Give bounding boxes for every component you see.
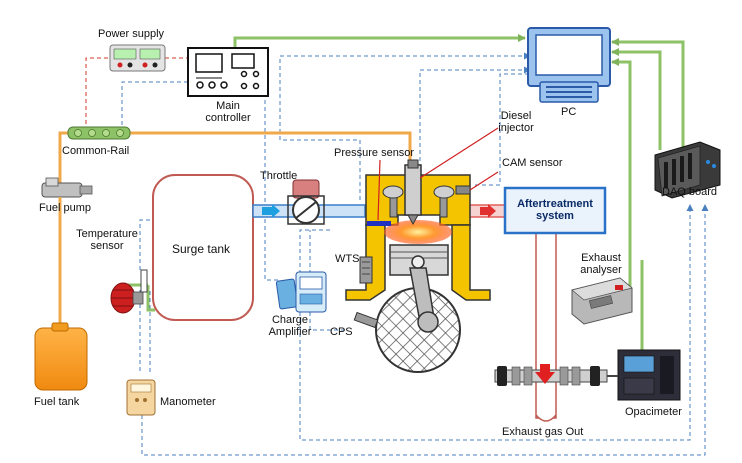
charge-amplifier-label-line1: Charge: [271, 314, 309, 326]
temperature-sensor: [140, 269, 148, 293]
pc-label: PC: [561, 106, 577, 118]
surge-tank-label: Surge tank: [172, 242, 231, 256]
injector-pointer: [419, 127, 499, 179]
cps-label: CPS: [330, 326, 353, 338]
aftertreatment-box: [503, 186, 607, 235]
surge-tank: [152, 174, 254, 321]
pressure-sensor: [367, 159, 391, 226]
manometer-label: Manometer: [160, 396, 216, 408]
cps-sensor: [353, 311, 379, 329]
diesel-injector-label-line2: injector: [498, 122, 534, 134]
diesel-injector-label: Diesel injector: [494, 110, 538, 134]
diesel-injector: [404, 159, 422, 226]
temperature-sensor-label-line1: Temperature: [76, 228, 138, 240]
temperature-sensor-label: Temperature sensor: [70, 228, 144, 252]
fuel-pump-label: Fuel pump: [39, 202, 91, 214]
daq-board-label: DAQ board: [662, 186, 718, 198]
daq-board: [654, 141, 721, 199]
charge-amplifier: [275, 271, 327, 313]
power-dashed-line: [85, 57, 108, 128]
aftertreatment-label-line1: Aftertreatment: [517, 198, 593, 210]
main-controller: [187, 47, 269, 97]
charge-amplifier-label: Charge Amplifier: [262, 314, 318, 338]
exhaust-analyser-label-line2: analyser: [580, 264, 622, 276]
exhaust-analyser-label: Exhaust analyser: [574, 252, 628, 276]
exhaust-analyser-label-line1: Exhaust: [581, 252, 621, 264]
opacimeter-label: Opacimeter: [625, 406, 682, 418]
combustion-flame: [384, 220, 452, 244]
wts-label: WTS: [335, 253, 360, 265]
main-controller-label: Main controller: [196, 100, 260, 124]
fuel-tank: [34, 322, 88, 391]
opacimeter: [494, 349, 681, 401]
throttle: [287, 179, 325, 225]
fuel-tank-label: Fuel tank: [34, 396, 80, 408]
common-rail-label: Common-Rail: [62, 145, 130, 157]
temperature-sensor-label-line2: sensor: [90, 240, 124, 252]
manometer: [126, 379, 156, 416]
pressure-sensor-label: Pressure sensor: [334, 147, 415, 159]
cam-sensor: [455, 171, 499, 195]
power-supply-label: Power supply: [98, 28, 165, 40]
common-rail: [67, 126, 131, 140]
power-supply: [109, 44, 166, 72]
dashed-signal-lines: [121, 52, 709, 456]
wts-sensor: [359, 256, 373, 284]
exhaust-pipe: [464, 204, 557, 422]
cam-sensor-label: CAM sensor: [502, 157, 563, 169]
exhaust-gas-out-label: Exhaust gas Out: [502, 426, 584, 438]
main-controller-label-line1: Main: [216, 100, 240, 112]
exhaust-analyser: [571, 277, 633, 325]
diesel-injector-label-line1: Diesel: [500, 110, 532, 122]
air-filter: [110, 282, 144, 314]
aftertreatment-label-line2: system: [536, 210, 574, 222]
throttle-label: Throttle: [260, 170, 298, 182]
charge-amplifier-label-line2: Amplifier: [268, 326, 312, 338]
main-controller-label-line2: controller: [205, 112, 251, 124]
pc-icon: [527, 27, 611, 103]
fuel-pump: [41, 177, 93, 228]
aftertreatment-label: Aftertreatment system: [505, 198, 605, 222]
